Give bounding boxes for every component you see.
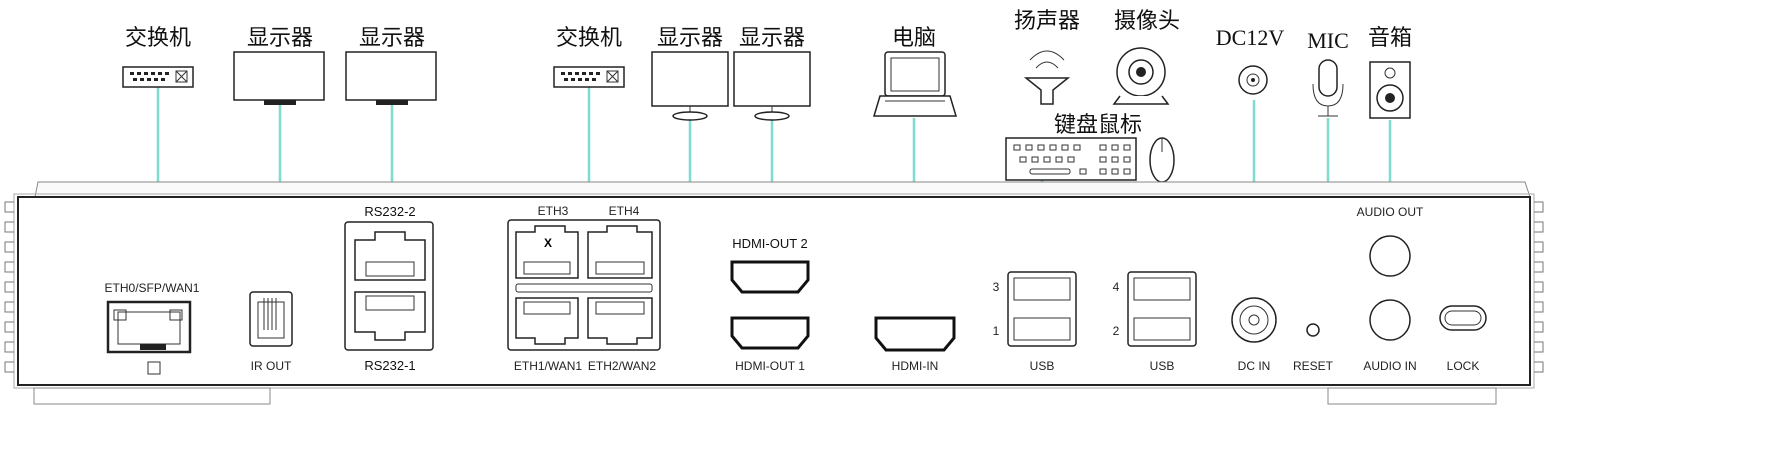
rs232-ports <box>344 221 434 351</box>
label-eth2-wan2: ETH2/WAN2 <box>588 359 657 373</box>
label-usb-a: USB <box>1030 359 1055 373</box>
label-hdmi-out-1: HDMI-OUT 1 <box>735 359 805 373</box>
label-reset: RESET <box>1293 359 1334 373</box>
microphone-icon <box>1312 59 1344 117</box>
usb-ports-1-3 <box>1007 271 1077 347</box>
switch-icon <box>122 66 194 88</box>
label-eth3: ETH3 <box>538 204 569 218</box>
laptop-icon <box>872 51 958 117</box>
label-sound-box: 音箱 <box>1368 26 1412 51</box>
label-rs232-2: RS232-2 <box>364 204 415 219</box>
monitor-icon <box>733 51 811 121</box>
monitor-icon <box>651 51 729 121</box>
label-ir-out: IR OUT <box>251 359 292 373</box>
label-audio-in: AUDIO IN <box>1363 359 1416 373</box>
label-speaker: 扬声器 <box>1014 9 1080 34</box>
webcam-icon <box>1112 47 1170 105</box>
label-monitor-2: 显示器 <box>359 26 425 51</box>
label-camera: 摄像头 <box>1114 9 1180 34</box>
speaker-icon <box>1023 50 1071 105</box>
ethernet-ports: X <box>507 219 661 351</box>
label-eth4: ETH4 <box>609 204 640 218</box>
switch-icon <box>553 66 625 88</box>
label-dc12v: DC12V <box>1216 25 1285 50</box>
hdmi-in-port <box>874 316 956 352</box>
reset-button[interactable] <box>1306 323 1320 337</box>
hdmi-out-1-port <box>730 316 810 350</box>
label-dc-in: DC IN <box>1238 359 1271 373</box>
svg-text:X: X <box>544 236 552 250</box>
label-monitor-4: 显示器 <box>739 26 805 51</box>
label-keyboard-mouse: 键盘鼠标 <box>1054 113 1142 138</box>
monitor-icon <box>345 51 437 105</box>
sound-box-icon <box>1369 61 1411 119</box>
label-switch-2: 交换机 <box>556 26 622 51</box>
usb-ports-2-4 <box>1127 271 1197 347</box>
label-usb-b: USB <box>1150 359 1175 373</box>
label-eth0-sfp-wan1: ETH0/SFP/WAN1 <box>105 281 200 295</box>
hdmi-out-2-port <box>730 260 810 294</box>
led-indicator <box>147 361 161 375</box>
label-lock: LOCK <box>1447 359 1480 373</box>
label-monitor-1: 显示器 <box>247 26 313 51</box>
audio-in-jack <box>1369 299 1411 341</box>
label-hdmi-in: HDMI-IN <box>892 359 939 373</box>
ir-out-port <box>249 291 293 347</box>
label-audio-out: AUDIO OUT <box>1357 205 1424 219</box>
keyboard-icon <box>1005 137 1137 181</box>
monitor-icon <box>233 51 325 105</box>
usb-number-2: 2 <box>1113 324 1120 338</box>
usb-number-3: 3 <box>993 280 1000 294</box>
label-eth1-wan1: ETH1/WAN1 <box>514 359 583 373</box>
label-mic: MIC <box>1307 28 1349 53</box>
label-rs232-1: RS232-1 <box>364 358 415 373</box>
usb-number-1: 1 <box>993 324 1000 338</box>
lock-slot <box>1439 305 1487 331</box>
usb-number-4: 4 <box>1113 280 1120 294</box>
label-switch-1: 交换机 <box>125 26 191 51</box>
audio-out-jack <box>1369 235 1411 277</box>
sfp-port <box>106 300 192 354</box>
dc-power-icon <box>1238 65 1268 95</box>
dc-in-port <box>1231 297 1277 343</box>
label-monitor-3: 显示器 <box>657 26 723 51</box>
label-computer: 电脑 <box>892 26 936 51</box>
label-hdmi-out-2: HDMI-OUT 2 <box>732 236 808 251</box>
mouse-icon <box>1149 137 1175 183</box>
